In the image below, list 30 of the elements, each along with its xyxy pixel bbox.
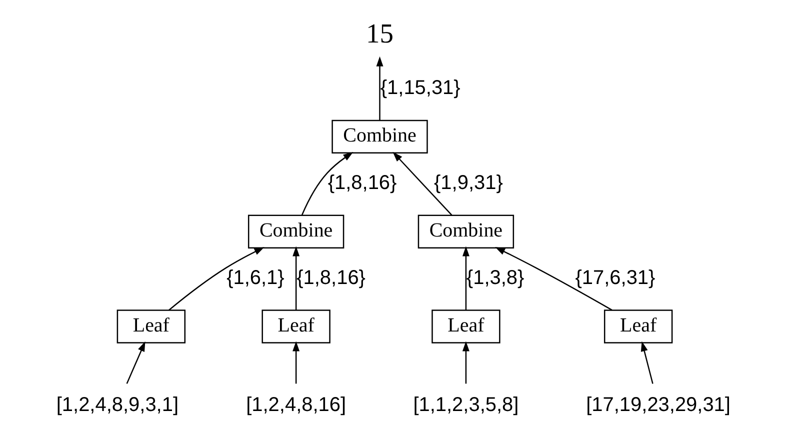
node-text: 15: [366, 18, 393, 48]
node-box: Combine: [331, 120, 428, 154]
node-box: Leaf: [261, 310, 330, 344]
arrow: [300, 152, 353, 216]
edge-label: {1,15,31}: [380, 76, 460, 99]
node-box: Combine: [247, 214, 344, 248]
edge-label: {1,3,8}: [466, 266, 524, 289]
arrow: [462, 246, 469, 310]
arrow: [292, 341, 300, 384]
edge-label: {1,9,31}: [434, 172, 502, 194]
node-box: Leaf: [116, 310, 186, 344]
arrow: [292, 246, 300, 310]
node-text: [1,2,4,8,16]: [246, 394, 346, 416]
node-text: [1,2,4,8,9,3,1]: [56, 394, 178, 416]
node-box: Leaf: [431, 310, 500, 344]
edge-label: {1,6,1}: [226, 266, 284, 289]
node-text: [17,19,23,29,31]: [586, 394, 730, 416]
node-text: [1,1,2,3,5,8]: [412, 394, 518, 416]
edge-label: {1,8,16}: [327, 172, 396, 194]
arrow: [462, 341, 469, 384]
arrow: [168, 247, 264, 311]
arrow: [640, 341, 653, 384]
edge-label: {17,6,31}: [574, 266, 655, 289]
node-box: Leaf: [603, 310, 672, 344]
edge-label: {1,8,16}: [296, 266, 365, 289]
arrow: [392, 152, 452, 216]
arrow: [126, 341, 145, 384]
arrow: [494, 247, 612, 311]
node-box: Combine: [417, 214, 514, 248]
arrow: [376, 56, 383, 120]
